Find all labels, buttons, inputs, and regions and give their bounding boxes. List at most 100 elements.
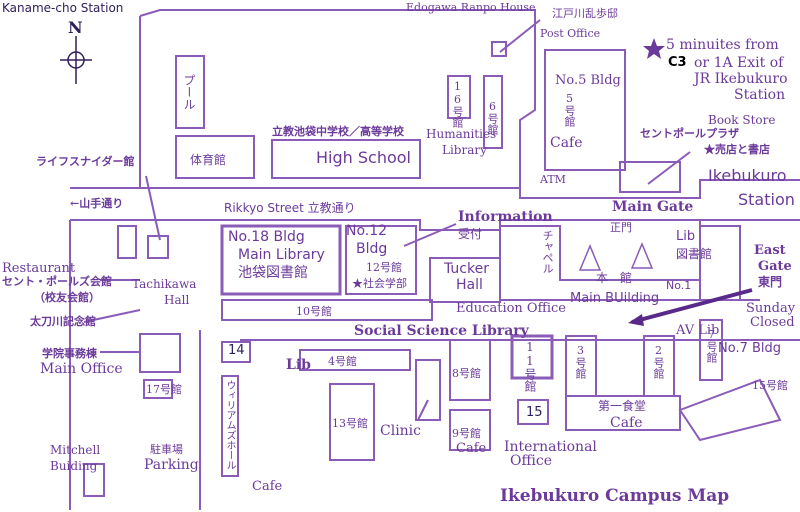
gym-label: 体育館 [190, 153, 227, 167]
bldg-15 [678, 378, 782, 442]
bldg-13 [329, 383, 375, 461]
bldg-13-label: 13号館 [332, 417, 368, 430]
clinic-bldg [415, 359, 441, 421]
arrow-bookstore [647, 151, 691, 185]
arrow-life [145, 175, 161, 241]
access-line-2: or 1A Exit of [694, 55, 784, 71]
cafe-9-label: Cafe [456, 441, 487, 456]
east-gate-label-2: Gate [758, 259, 792, 274]
east-gate-label-1: East [754, 243, 786, 258]
bldg-8 [449, 339, 491, 401]
uketsuke-label: 受付 [458, 227, 483, 241]
main-building-label: Main BUilding [570, 291, 660, 306]
social-science-library-label: Social Science Library [354, 323, 529, 339]
bldg-8-label: 8号館 [452, 367, 481, 380]
bldg-5-en-label: No.5 Bldg [555, 73, 621, 88]
small-bldg-west [147, 235, 169, 259]
ikebukuro-lib-label: 池袋図書館 [238, 265, 308, 281]
bldg-15-label: 15号館 [752, 379, 788, 392]
no1-label: No.1 [666, 279, 692, 292]
life-snider-label: ライフスナイダー館 [36, 155, 135, 168]
bldg-14-label: 14 [228, 343, 245, 358]
no12-label-2: Bldg [356, 241, 388, 257]
restaurant-bldg [117, 225, 137, 259]
bldg-3-label: 3号館 [574, 344, 587, 379]
williams-hall [221, 375, 239, 477]
main-office-bldg [139, 333, 181, 373]
information-label: Information [458, 209, 553, 225]
koyukai-label: （校友会館） [34, 291, 100, 304]
stpauls-kaikan-label: セント・ポールズ会館 [2, 275, 112, 288]
mitchell-label-1: Mitchell [50, 443, 101, 457]
honkan-label: 本 館 [596, 271, 633, 285]
bldg-6 [483, 75, 503, 149]
ikebukuro-label-1: Ikebukuro [708, 166, 787, 185]
kaname-station-label: Kaname-cho Station [2, 1, 124, 15]
mitchell-label-2: Buiding [50, 459, 98, 473]
bldg-7-label: 7号館 [705, 328, 718, 363]
tree-icon [630, 242, 654, 269]
edogawa-jp-label: 江戸川乱歩邸 [552, 7, 618, 20]
bldg-17 [143, 379, 173, 399]
no18-label: No.18 Bldg [228, 229, 305, 245]
bldg-5-jp-label: 5号館 [563, 92, 576, 127]
chapel-label: チャペル [541, 230, 554, 274]
parking-jp-label: 駐車場 [150, 443, 183, 456]
no7-label: No.7 Bldg [718, 341, 782, 356]
compass-icon [60, 36, 92, 84]
seimon-label: 正門 [610, 221, 632, 234]
school-jp-label: 立教池袋中学校／高等学校 [272, 125, 404, 138]
bookstore-bldg [619, 161, 681, 193]
high-school-label: High School [316, 148, 411, 167]
cafe-parking-label: Cafe [252, 479, 283, 494]
road-outline-north [139, 9, 800, 199]
higashimon-label: 東門 [758, 275, 783, 289]
sunday-label-1: Sunday [746, 301, 796, 316]
lib-en-label: Lib [676, 229, 696, 244]
bldg-9 [449, 409, 491, 451]
bldg-10-label: 10号館 [296, 305, 332, 318]
arrow-tachikawa [83, 309, 141, 323]
map-title: Ikebukuro Campus Map [500, 486, 730, 506]
bldg-14 [221, 341, 251, 363]
bldg-6-label: 6号館 [486, 100, 499, 135]
bldg-16 [447, 75, 471, 119]
parking-label: Parking [144, 457, 199, 473]
restaurant-label: Restaurant [2, 261, 76, 276]
access-line-4: Station [734, 87, 786, 103]
atm-label: ATM [540, 173, 566, 186]
arrow-info [403, 223, 457, 247]
tachikawa-label-2: Hall [164, 293, 190, 307]
main-gate-label: Main Gate [612, 199, 694, 215]
bldg-11 [510, 334, 554, 380]
main-library-label: Main Library [238, 247, 325, 263]
access-line-1: 5 minuites from [666, 37, 779, 53]
international-label-2: Office [510, 453, 553, 469]
compass-north-label: N [68, 18, 83, 37]
parking-booth [83, 463, 105, 497]
bldg-5 [544, 49, 626, 171]
tucker-label-2: Hall [456, 277, 483, 293]
cafe-1-label: Cafe [610, 415, 643, 431]
main-building [499, 225, 741, 301]
shakai-label: ★社会学部 [352, 277, 407, 290]
bldg-7 [699, 319, 723, 381]
east-gate-arrowhead [628, 314, 644, 326]
sunday-label-2: Closed [750, 315, 795, 330]
arrow-clinic [417, 399, 429, 421]
bldg-11-label: 11号館 [523, 340, 537, 392]
clinic-label: Clinic [380, 423, 422, 439]
bldg-15-number-label: 15 [526, 405, 543, 420]
bldg-10 [221, 299, 433, 321]
humanities-label-1: Humanities [426, 127, 497, 141]
gym-bldg [175, 135, 255, 179]
dining-hall [565, 395, 681, 431]
pool-label: プール [182, 74, 196, 110]
gakuin-jp-label: 学院事務棟 [42, 347, 97, 360]
lib-jp-label: 図書館 [676, 247, 713, 261]
cafe-5-label: Cafe [550, 135, 583, 151]
school-bldg [271, 139, 421, 179]
road-parking [199, 330, 800, 510]
intl-office-box [517, 399, 549, 425]
